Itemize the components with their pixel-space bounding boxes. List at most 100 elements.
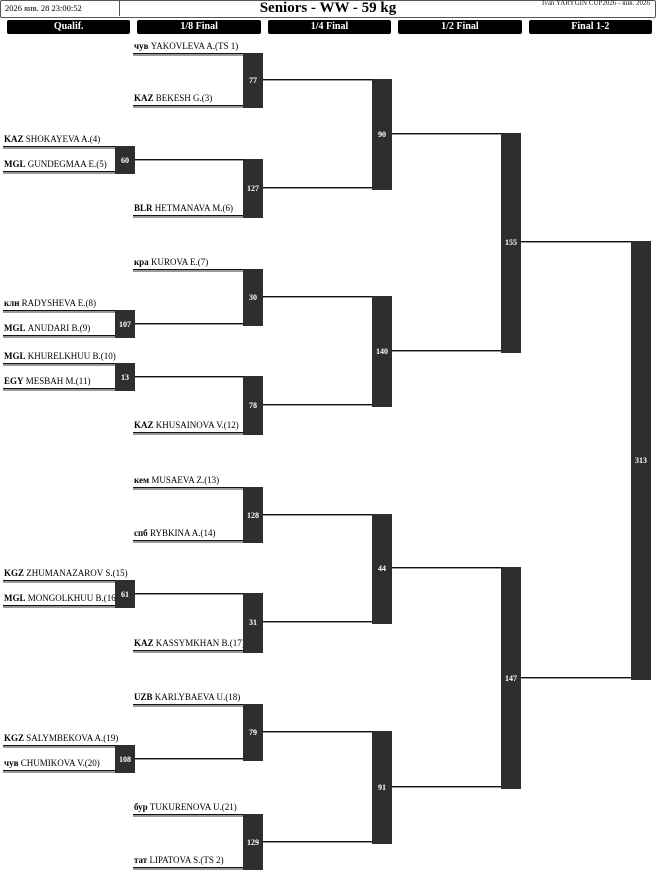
entrant-name: RADYSHEVA E.(8) [21, 298, 97, 308]
match-block: 140 [372, 295, 392, 407]
match-number: 107 [119, 319, 131, 329]
entrant-name: SALYMBEKOVA A.(19) [26, 733, 119, 743]
entrant-name: HETMANAVA M.(6) [154, 203, 233, 213]
match-number: 140 [376, 346, 388, 356]
entrant-label: чув CHUMIKOVA V.(20) [3, 758, 116, 769]
entrant-code: тат [134, 855, 148, 865]
match-number: 313 [635, 455, 647, 465]
winner-line [263, 186, 372, 189]
entrant-code: MGL [4, 593, 26, 603]
entrant-label: спб RYBKINA A.(14) [133, 528, 246, 539]
match-block: 128 [243, 487, 263, 543]
match-block: 13 [115, 363, 135, 391]
winner-line [263, 730, 372, 733]
match-number: 30 [249, 292, 257, 302]
entrant-line [3, 335, 115, 338]
entrant-label: EGY MESBAH M.(11) [3, 376, 116, 387]
match-block: 147 [501, 567, 521, 789]
match-number: 31 [249, 618, 257, 628]
entrant-code: кем [134, 475, 150, 485]
entrant-code: EGY [4, 376, 24, 386]
entrant-label: чув YAKOVLEVA A.(TS 1) [133, 41, 246, 52]
entrant-code: KAZ [134, 93, 154, 103]
entrant-name: YAKOVLEVA A.(TS 1) [150, 41, 239, 51]
match-block: 107 [115, 310, 135, 338]
event-label: Ivan YARYGIN CUP2026 - янв. 2026 [541, 0, 650, 7]
entrant-label: KAZ KHUSAINOVA V.(12) [133, 420, 246, 431]
match-number: 108 [119, 754, 131, 764]
match-number: 60 [121, 155, 129, 165]
entrant-line [3, 770, 115, 773]
match-block: 127 [243, 158, 263, 218]
entrant-label: клн RADYSHEVA E.(8) [3, 298, 116, 309]
entrant-line [133, 487, 245, 490]
round-header-quarter: 1/4 Final [267, 20, 392, 34]
winner-line [135, 158, 243, 161]
round-header-final: Final 1-2 [528, 20, 653, 34]
entrant-name: KARLYBAEVA U.(18) [154, 692, 241, 702]
entrant-code: спб [134, 528, 148, 538]
entrant-line [3, 363, 115, 366]
entrant-name: CHUMIKOVA V.(20) [20, 758, 100, 768]
entrant-code: UZB [134, 692, 153, 702]
entrant-code: бур [134, 802, 148, 812]
match-block: 44 [372, 513, 392, 625]
match-block: 61 [115, 580, 135, 608]
entrant-label: KAZ BEKESH G.(3) [133, 93, 246, 104]
match-block: 60 [115, 146, 135, 174]
entrant-label: KGZ ZHUMANAZAROV S.(15) [3, 568, 128, 579]
entrant-name: LIPATOVA S.(TS 2) [149, 855, 224, 865]
match-number: 61 [121, 589, 129, 599]
winner-line [521, 241, 631, 244]
entrant-line [133, 53, 245, 56]
match-block: 108 [115, 745, 135, 773]
entrant-name: KHUSAINOVA V.(12) [155, 420, 239, 430]
entrant-name: KHURELKHUU B.(10) [27, 351, 116, 361]
entrant-code: чув [4, 758, 19, 768]
entrant-line [3, 605, 115, 608]
entrant-code: KAZ [4, 134, 24, 144]
winner-line [392, 132, 501, 135]
entrant-label: кем MUSAEVA Z.(13) [133, 475, 246, 486]
round-header-semi: 1/2 Final [398, 20, 522, 34]
entrant-label: тат LIPATOVA S.(TS 2) [133, 855, 246, 866]
entrant-line [3, 580, 115, 583]
entrant-line [133, 540, 245, 543]
entrant-label: кра KUROVA E.(7) [133, 257, 246, 268]
match-number: 77 [249, 76, 257, 85]
entrant-code: кра [134, 257, 149, 267]
entrant-line [133, 215, 245, 218]
page-title: Seniors - WW - 59 kg [259, 0, 397, 16]
entrant-line [133, 432, 245, 435]
match-number: 44 [378, 564, 386, 574]
match-number: 127 [247, 183, 259, 193]
entrant-label: MGL KHURELKHUU B.(10) [3, 351, 116, 362]
entrant-line [133, 269, 245, 272]
match-block: 155 [501, 132, 521, 353]
winner-line [135, 592, 243, 595]
winner-line [263, 295, 372, 298]
match-block: 129 [243, 814, 263, 870]
entrant-name: GUNDEGMAA E.(5) [27, 159, 107, 169]
entrant-label: MGL ANUDARI B.(9) [3, 323, 116, 334]
entrant-line [133, 105, 245, 108]
entrant-line [3, 171, 115, 174]
entrant-label: MGL GUNDEGMAA E.(5) [3, 159, 116, 170]
match-number: 128 [247, 510, 259, 520]
round-header-bar: Qualif. 1/8 Final 1/4 Final 1/2 Final Fi… [7, 20, 653, 34]
entrant-label: бур TUKURENOVA U.(21) [133, 802, 246, 813]
entrant-name: ZHUMANAZAROV S.(15) [26, 568, 128, 578]
match-block: 77 [243, 53, 263, 108]
match-block: 78 [243, 375, 263, 435]
entrant-line [133, 704, 245, 707]
match-number: 79 [249, 727, 257, 737]
winner-line [392, 349, 501, 352]
match-number: 129 [247, 837, 259, 847]
match-block: 31 [243, 592, 263, 653]
entrant-line [133, 650, 245, 653]
entrant-label: MGL MONGOLKHUU B.(16) [3, 593, 119, 604]
entrant-label: KGZ SALYMBEKOVA A.(19) [3, 733, 119, 744]
timestamp: 2026 янв. 28 23:00:52 [1, 1, 120, 16]
winner-line [521, 676, 631, 679]
winner-line [392, 567, 501, 570]
